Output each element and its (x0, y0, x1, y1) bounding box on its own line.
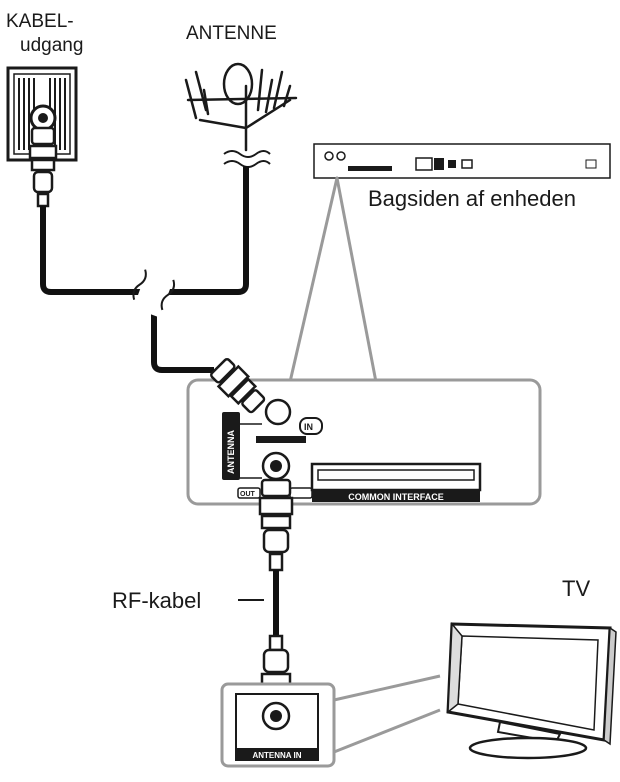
panel-in-label: IN (304, 422, 313, 432)
wall-outlet-plug (28, 126, 58, 208)
cable-junction-break (132, 266, 176, 318)
antenna-panel-enlarged (186, 378, 542, 506)
tv-callout-lines (333, 674, 441, 754)
antenna-icon (184, 62, 298, 152)
antenna-cable-break (223, 150, 271, 168)
unit-rear-label: Bagsiden af enheden (368, 186, 576, 211)
rf-out-plug (258, 478, 294, 572)
antenna-in-label: ANTENNA IN (252, 751, 301, 760)
antenna-in-plug (210, 358, 266, 414)
panel-antenna-label: ANTENNA (226, 430, 236, 474)
unit-rear-panel (313, 143, 611, 179)
tv-label: TV (562, 576, 591, 601)
cable-outlet-label-line1: KABEL- (6, 11, 74, 32)
callout-lines (288, 176, 378, 384)
cable-outlet-label-line2: udgang (20, 35, 84, 56)
rf-cable-label: RF-kabel (112, 588, 202, 613)
tv-icon (446, 622, 617, 760)
input-cables (40, 166, 249, 373)
antenna-label: ANTENNE (186, 23, 277, 44)
tv-antenna-in-panel (220, 682, 336, 768)
panel-out-label: OUT (240, 491, 256, 498)
common-interface-label: COMMON INTERFACE (348, 492, 444, 502)
